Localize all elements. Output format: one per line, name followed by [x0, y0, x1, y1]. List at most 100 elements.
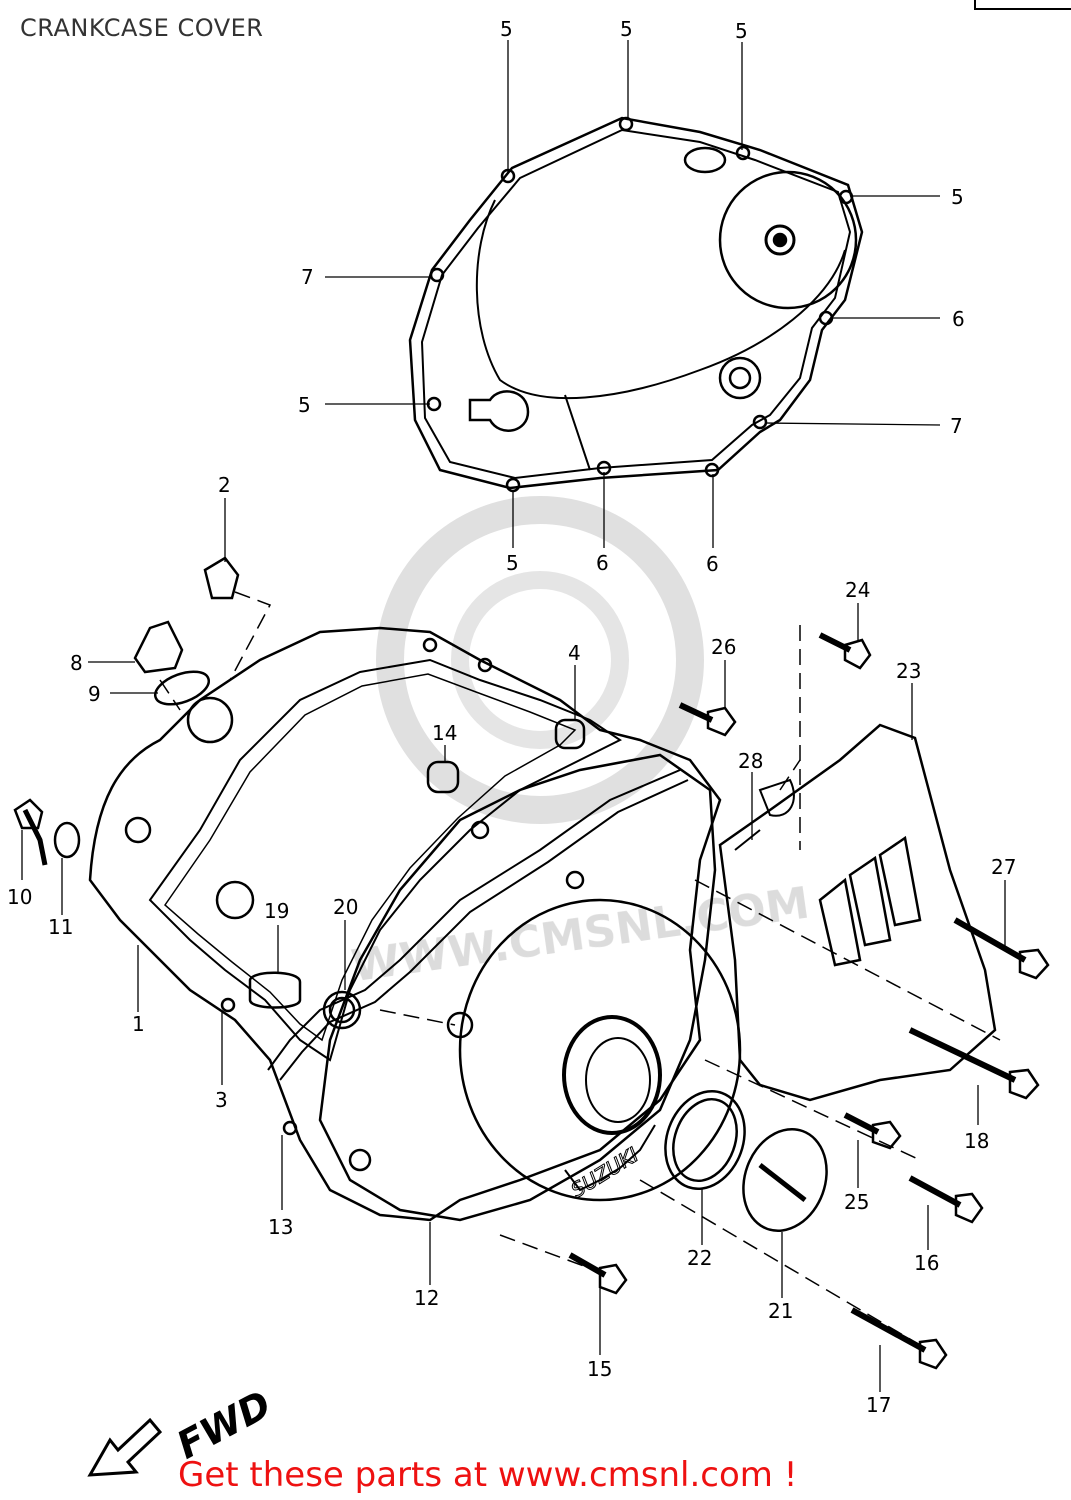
gasket-upper — [408, 116, 864, 493]
cover-boss — [348, 1148, 372, 1172]
callout-label: 6 — [952, 307, 965, 331]
callout-label: 18 — [964, 1129, 989, 1153]
cap-21-slot — [758, 1163, 807, 1202]
filler-cap-8 — [133, 620, 184, 674]
corner-frame-mark — [974, 0, 1071, 10]
cover-boss — [282, 1120, 298, 1136]
footer-promo-text[interactable]: Get these parts at www.cmsnl.com ! — [178, 1455, 798, 1495]
cover-boss — [470, 820, 490, 840]
bolt-15-head — [598, 1263, 628, 1295]
cover-boss — [565, 870, 585, 890]
callout-label: 4 — [568, 641, 581, 665]
bolt-27-head — [1018, 948, 1050, 980]
page-title: CRANKCASE COVER — [20, 14, 264, 42]
watermark-inner-ring — [451, 571, 629, 749]
bolt-10 — [22, 808, 48, 866]
gasket-round-opening — [718, 170, 858, 310]
gasket-upper-outline — [408, 116, 864, 490]
gasket-upper-web — [475, 199, 846, 400]
callout-label: 5 — [620, 17, 633, 41]
o-ring-22 — [664, 1090, 746, 1190]
callout-label: 15 — [587, 1357, 612, 1381]
callout-label: 20 — [333, 895, 358, 919]
gasket-boss — [683, 146, 727, 174]
callout-label: 6 — [706, 552, 719, 576]
gasket-13 — [267, 769, 681, 1071]
callout-label: 8 — [70, 651, 83, 675]
bolt-18-head — [1008, 1068, 1040, 1100]
washer-11 — [53, 821, 81, 859]
callout-label: 2 — [218, 473, 231, 497]
plug-2 — [203, 556, 240, 600]
gasket-notch — [468, 390, 530, 432]
callout-label: 7 — [301, 265, 314, 289]
callout-label: 14 — [432, 721, 457, 745]
bolt-hole — [618, 116, 634, 132]
cover-right-housing — [318, 753, 717, 1222]
callout-label: 5 — [951, 185, 964, 209]
cover-gasket-lip — [148, 658, 622, 1062]
oil-filler-opening — [186, 696, 234, 744]
cover-boss — [477, 657, 493, 673]
vent-slot — [878, 835, 922, 927]
bolt-26 — [678, 702, 714, 723]
callout-label: 5 — [735, 19, 748, 43]
callout-label: 26 — [711, 635, 736, 659]
gasket-shaft-hole — [764, 224, 796, 256]
callout-label: 12 — [414, 1286, 439, 1310]
callout-label: 9 — [88, 682, 101, 706]
gasket-13b — [279, 779, 689, 1081]
bolt-25-head — [871, 1120, 902, 1150]
cover-boss — [124, 816, 152, 844]
leader-lines — [21, 40, 1006, 1392]
cover-boss — [422, 637, 438, 653]
bolt-hole — [704, 462, 720, 478]
callouts: 5 5 5 5 7 6 5 7 5 6 6 2 8 9 10 11 1 3 13… — [7, 17, 1016, 1417]
plug-insert — [446, 1011, 474, 1039]
dowel-pin-4 — [554, 718, 586, 750]
assembly-line — [779, 759, 801, 791]
cover-boss — [220, 997, 236, 1013]
o-ring-20-inner — [328, 996, 356, 1024]
o-ring-22-inner — [672, 1097, 738, 1183]
cover-inspection-thread — [585, 1037, 651, 1123]
gasket-dowel-inner — [728, 366, 752, 390]
assembly-line — [639, 1179, 921, 1346]
gasket-upper-inner — [420, 128, 852, 480]
fwd-arrow-icon — [87, 1417, 163, 1477]
o-ring-9 — [154, 670, 210, 706]
vent-slot — [848, 855, 892, 947]
callout-label: 22 — [687, 1246, 712, 1270]
oil-window-opening — [215, 880, 255, 920]
cover-inspection-opening — [562, 1015, 662, 1135]
leader-line — [764, 422, 941, 426]
assembly-line — [694, 879, 1001, 1041]
bolt-17 — [850, 1307, 927, 1353]
assembly-lines — [159, 591, 1001, 1346]
bolt-hole — [505, 477, 521, 493]
suzuki-emboss — [564, 1124, 656, 1192]
cover-23-outline — [718, 723, 997, 1102]
bolt-17-head — [918, 1338, 948, 1370]
callout-label: 27 — [991, 855, 1016, 879]
cover-23-edge — [734, 829, 761, 851]
gasket-shaft-center — [772, 232, 788, 248]
callout-label: 25 — [844, 1190, 869, 1214]
callout-label: 17 — [866, 1393, 891, 1417]
callout-label: 24 — [845, 578, 870, 602]
callout-label: 5 — [500, 17, 513, 41]
bolt-26-head — [706, 706, 737, 737]
callout-label: 16 — [914, 1251, 939, 1275]
callout-label: 10 — [7, 885, 32, 909]
plug-19 — [248, 971, 302, 1009]
assembly-line — [499, 1234, 601, 1273]
callout-label: 3 — [215, 1088, 228, 1112]
bolt-10-head — [13, 798, 44, 830]
cover-23-tab — [758, 778, 795, 817]
cap-assembly — [664, 1090, 828, 1232]
o-ring-20 — [322, 990, 362, 1030]
callout-label: 7 — [950, 414, 963, 438]
callout-label: 5 — [506, 551, 519, 575]
